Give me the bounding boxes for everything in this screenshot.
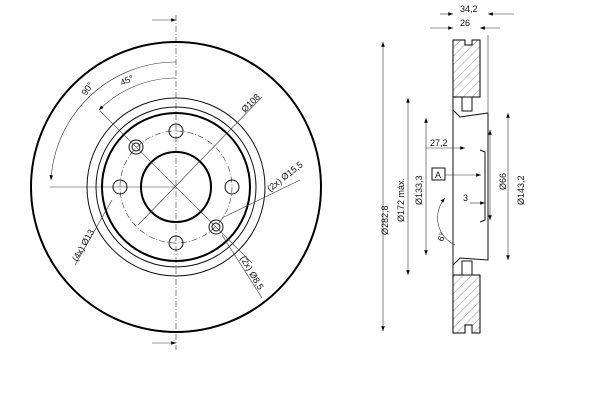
locating-hole-outer — [128, 139, 144, 155]
holes-15-5-label: (2x) Ø15,5 — [265, 160, 305, 194]
bolt-hole — [168, 235, 184, 251]
hub-ring-outer — [86, 97, 266, 277]
dia-66-label: Ø66 — [498, 173, 508, 190]
dia-108-label: Ø108 — [239, 92, 262, 115]
bolt-circle — [119, 130, 233, 244]
hat-section — [452, 97, 489, 275]
angle-arc — [437, 197, 456, 246]
disc-section-top — [452, 39, 481, 98]
angle-45-arc — [98, 77, 177, 111]
hub-ring-inner — [101, 112, 251, 262]
angle-label: 6° — [435, 231, 447, 243]
diagonal-centerline — [99, 110, 253, 264]
vent-top — [461, 96, 473, 112]
front-view: 90° 45° Ø108 (2x) Ø15,5 (4x) Ø13 (2x) Ø8… — [30, 15, 322, 350]
datum-a-label: A — [435, 170, 441, 180]
angle-90-label: 90° — [79, 80, 95, 97]
dim-27-2-label: 27,2 — [430, 138, 448, 148]
bolt-hole — [224, 179, 240, 195]
dia-172-max-label: Ø172 máx. — [396, 178, 406, 222]
hub-face — [479, 149, 486, 223]
locating-hole-inner — [211, 222, 221, 232]
bolt-hole — [168, 123, 184, 139]
dia-133-3-label: Ø133,3 — [414, 175, 424, 205]
section-view: 34,2 26 Ø282,8 Ø172 máx. Ø133,3 27,2 A Ø… — [380, 4, 526, 334]
disc-outer-edge — [30, 41, 322, 333]
locating-hole-outer — [208, 219, 224, 235]
holes-8-5-label: (2x) Ø8,5 — [238, 254, 265, 291]
vent-bottom — [461, 260, 473, 276]
dia-143-2-label: Ø143,2 — [516, 175, 526, 205]
center-bore — [140, 151, 212, 223]
holes-13-leader — [74, 199, 113, 266]
dia-282-8-label: Ø282,8 — [380, 205, 390, 235]
locating-hole-inner — [131, 142, 141, 152]
dia-108-leader — [137, 96, 263, 226]
width-26-label: 26 — [460, 18, 470, 28]
bolt-hole — [112, 179, 128, 195]
width-34-2-label: 34,2 — [460, 4, 478, 14]
holes-15-5-leader — [221, 179, 301, 219]
hub-ring-middle — [95, 106, 257, 268]
datum-a-box — [431, 167, 446, 181]
angle-45-label: 45° — [119, 73, 136, 88]
disc-section-bottom — [452, 274, 481, 334]
dim-3-label: 3 — [463, 193, 468, 203]
holes-8-5-leader — [221, 234, 263, 299]
bolt-holes — [112, 123, 240, 251]
holes-13-label: (4x) Ø13 — [70, 228, 96, 263]
angle-90-arc — [49, 61, 177, 181]
